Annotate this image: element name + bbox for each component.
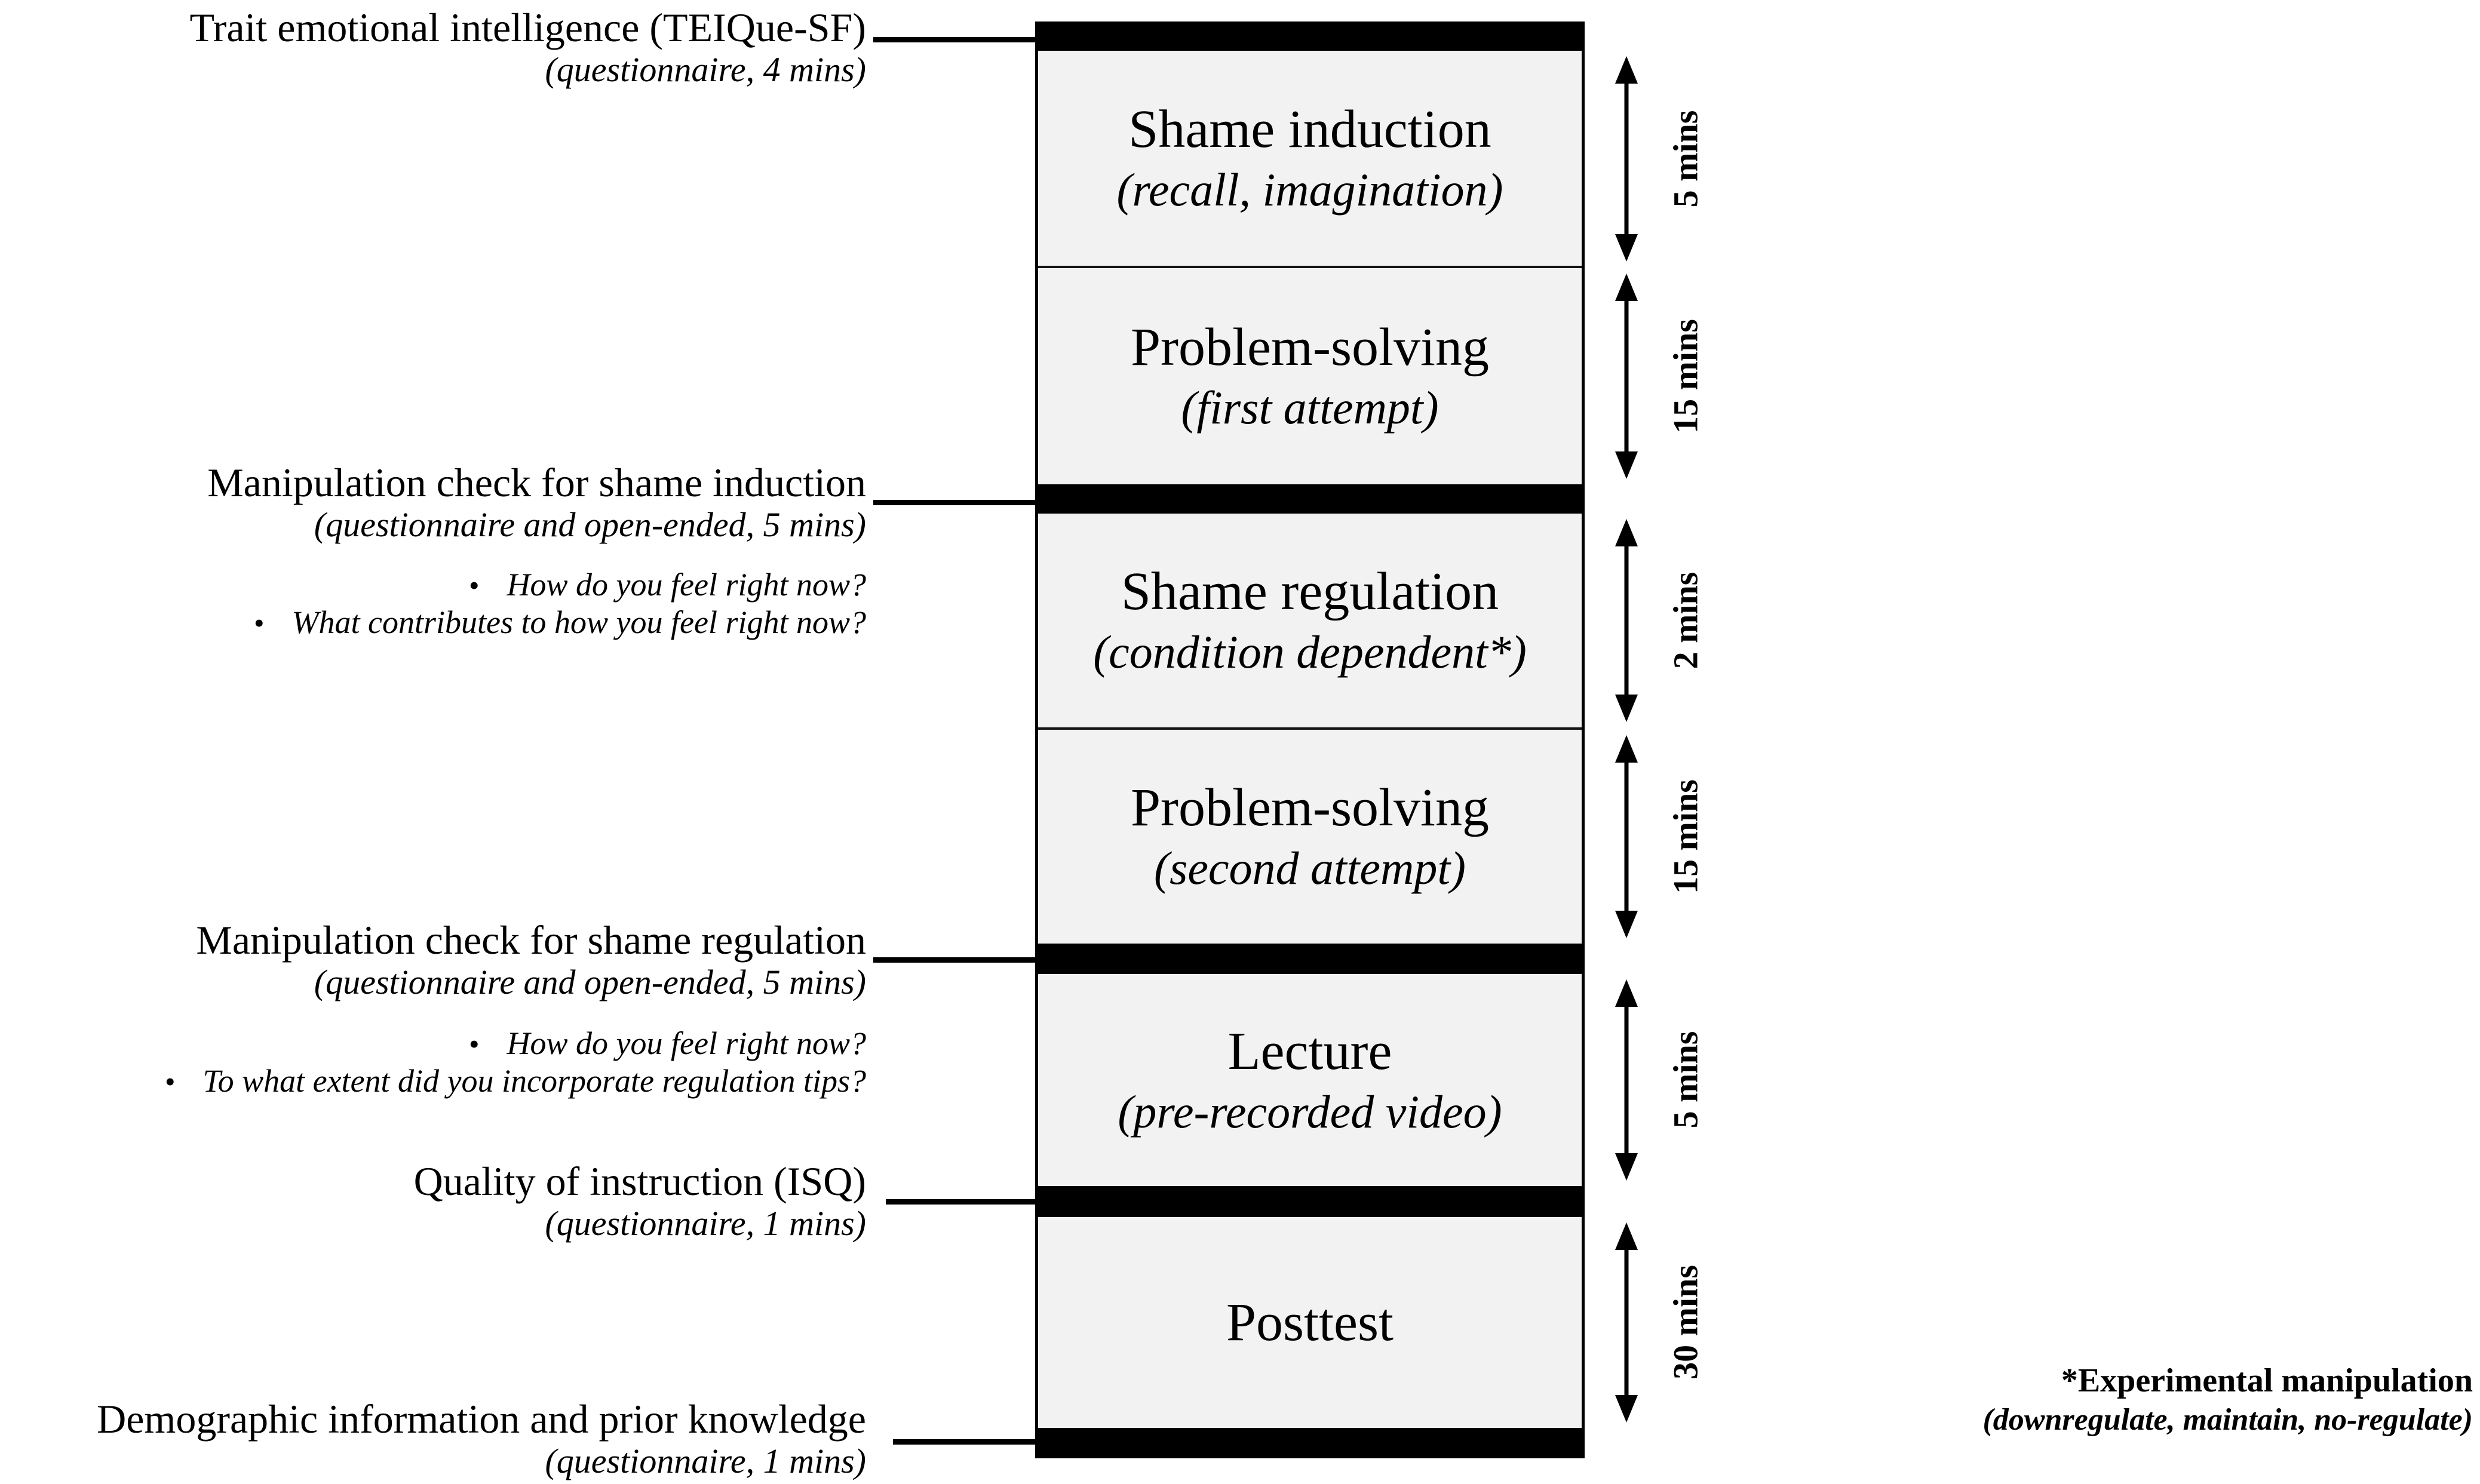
bullet-item: • To what extent did you incorporate reg…	[0, 1062, 866, 1100]
duration-arrow-icon	[1615, 735, 1638, 938]
stage-problem-solving-second: Problem-solving (second attempt)	[1038, 730, 1582, 944]
duration-arrow-icon	[1615, 519, 1638, 722]
label-title: Manipulation check for shame induction	[207, 460, 866, 505]
bullet-icon: •	[469, 569, 480, 602]
arrow-shaft	[1624, 1002, 1629, 1158]
arrow-shaft	[1624, 1245, 1629, 1400]
stage-title: Problem-solving	[1131, 318, 1489, 377]
arrow-shaft	[1624, 79, 1629, 239]
stage-title: Shame induction	[1128, 100, 1491, 159]
arrowhead-down-icon	[1615, 234, 1638, 262]
connector-line	[893, 1439, 1035, 1445]
stage-subtitle: (recall, imagination)	[1116, 164, 1503, 216]
stage-shame-induction: Shame induction (recall, imagination)	[1038, 51, 1582, 266]
bullet-text: To what extent did you incorporate regul…	[202, 1063, 866, 1099]
stage-title: Lecture	[1227, 1021, 1392, 1081]
label-title: Demographic information and prior knowle…	[97, 1396, 866, 1442]
bullet-item: • How do you feel right now?	[0, 1025, 866, 1062]
arrowhead-down-icon	[1615, 1153, 1638, 1181]
label-manipulation-check-shame-regulation: Manipulation check for shame regulation …	[0, 917, 866, 1002]
bullet-icon: •	[165, 1065, 176, 1098]
timeline-black-bar	[1038, 944, 1582, 974]
stage-lecture: Lecture (pre-recorded video)	[1038, 974, 1582, 1186]
arrowhead-down-icon	[1615, 1395, 1638, 1422]
arrowhead-down-icon	[1615, 911, 1638, 938]
duration-arrow-icon	[1615, 274, 1638, 479]
stage-subtitle: (pre-recorded video)	[1118, 1085, 1502, 1138]
stage-title: Problem-solving	[1131, 778, 1489, 837]
duration-label: 2 mins	[1666, 572, 1705, 669]
duration-arrow-icon	[1615, 56, 1638, 262]
thin-separator	[1038, 727, 1582, 730]
connector-line	[873, 500, 1035, 505]
footnote-line-1: *Experimental manipulation	[2061, 1362, 2473, 1399]
arrowhead-down-icon	[1615, 451, 1638, 479]
procedure-timeline-column: Shame induction (recall, imagination) Pr…	[1035, 21, 1585, 1458]
duration-label: 5 mins	[1666, 1031, 1705, 1129]
label-title: Manipulation check for shame regulation	[196, 917, 866, 963]
connector-line	[873, 957, 1035, 963]
thin-separator	[1038, 266, 1582, 268]
arrow-shaft	[1624, 758, 1629, 915]
bullet-item: • How do you feel right now?	[0, 566, 866, 604]
bullet-text: How do you feel right now?	[507, 1025, 866, 1061]
stage-subtitle: (first attempt)	[1181, 382, 1439, 434]
label-subtitle: (questionnaire and open-ended, 5 mins)	[314, 963, 866, 1001]
arrowhead-down-icon	[1615, 695, 1638, 722]
stage-subtitle: (condition dependent*)	[1093, 626, 1527, 678]
timeline-black-bar	[1038, 21, 1582, 51]
bullet-text: How do you feel right now?	[507, 567, 866, 603]
stage-title: Posttest	[1226, 1292, 1394, 1352]
connector-line	[886, 1199, 1035, 1205]
connector-line	[873, 37, 1035, 42]
timeline-black-bar	[1038, 1428, 1582, 1458]
arrow-shaft	[1624, 296, 1629, 456]
label-quality-of-instruction: Quality of instruction (ISQ) (questionna…	[0, 1159, 866, 1243]
label-manipulation-check-shame-induction: Manipulation check for shame induction (…	[0, 460, 866, 545]
timeline-black-bar	[1038, 1186, 1582, 1217]
bullet-text: What contributes to how you feel right n…	[291, 604, 866, 640]
label-subtitle: (questionnaire, 4 mins)	[545, 50, 866, 89]
label-subtitle: (questionnaire, 1 mins)	[545, 1204, 866, 1243]
duration-label: 15 mins	[1666, 779, 1705, 894]
label-demographic-information: Demographic information and prior knowle…	[0, 1396, 866, 1481]
duration-label: 15 mins	[1666, 319, 1705, 434]
stage-problem-solving-first: Problem-solving (first attempt)	[1038, 268, 1582, 484]
arrow-shaft	[1624, 542, 1629, 699]
stage-subtitle: (second attempt)	[1153, 842, 1466, 894]
stage-title: Shame regulation	[1121, 562, 1499, 621]
stage-posttest: Posttest	[1038, 1217, 1582, 1428]
timeline-black-bar	[1038, 484, 1582, 514]
stage-shame-regulation: Shame regulation (condition dependent*)	[1038, 514, 1582, 727]
bullets-shame-induction-check: • How do you feel right now? • What cont…	[0, 566, 866, 641]
label-subtitle: (questionnaire, 1 mins)	[545, 1442, 866, 1480]
label-trait-emotional-intelligence: Trait emotional intelligence (TEIQue-SF)…	[0, 5, 866, 90]
duration-arrow-icon	[1615, 979, 1638, 1181]
bullets-shame-regulation-check: • How do you feel right now? • To what e…	[0, 1025, 866, 1100]
footnote-line-2: (downregulate, maintain, no-regulate)	[1982, 1403, 2473, 1437]
footnote: *Experimental manipulation (downregulate…	[1982, 1360, 2473, 1439]
duration-arrow-icon	[1615, 1222, 1638, 1422]
bullet-icon: •	[254, 606, 265, 640]
bullet-icon: •	[469, 1027, 480, 1061]
duration-label: 30 mins	[1666, 1265, 1705, 1379]
bullet-item: • What contributes to how you feel right…	[0, 604, 866, 641]
label-title: Trait emotional intelligence (TEIQue-SF)	[189, 5, 866, 50]
label-title: Quality of instruction (ISQ)	[413, 1159, 866, 1204]
duration-label: 5 mins	[1666, 110, 1705, 208]
label-subtitle: (questionnaire and open-ended, 5 mins)	[314, 505, 866, 544]
